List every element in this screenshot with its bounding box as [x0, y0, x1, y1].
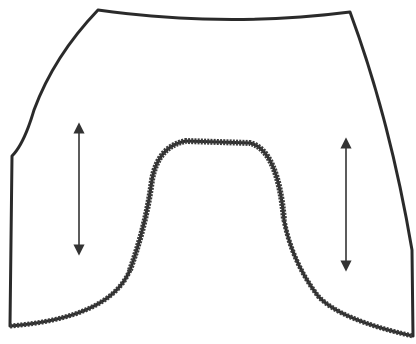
- left-bottom-edge: [9, 268, 133, 329]
- inner-arch-outline: [127, 138, 287, 272]
- right-bottom-edge: [281, 219, 414, 339]
- outer-outline: [8, 8, 415, 338]
